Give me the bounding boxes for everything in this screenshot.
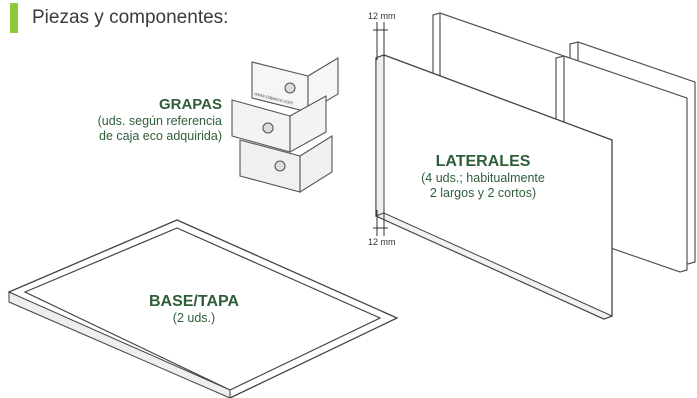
clip-middle [231, 95, 327, 153]
section-title: Piezas y componentes: [32, 7, 229, 28]
grapas-title: GRAPAS [158, 96, 222, 113]
dimension-label-top: 12 mm [368, 11, 396, 21]
dimension-marker-bottom [373, 208, 388, 236]
grapas-desc-line2: de caja eco adquirida) [99, 129, 222, 143]
laterales-desc-line1: (4 uds.; habitualmente [421, 171, 545, 186]
section-header: Piezas y componentes: [0, 0, 228, 36]
base-label: BASE/TAPA (2 uds.) [124, 292, 264, 326]
laterales-label: LATERALES (4 uds.; habitualmente 2 largo… [393, 152, 573, 201]
grapas-desc-line1: (uds. según referencia [97, 114, 222, 128]
laterales-desc-line2: 2 largos y 2 cortos) [429, 186, 537, 201]
base-title: BASE/TAPA [148, 293, 240, 310]
base-tapa-board [7, 219, 399, 398]
grapas-label: GRAPAS (uds. según referencia de caja ec… [98, 96, 222, 144]
clip-bottom [239, 135, 333, 193]
step-number-1 [10, 3, 18, 33]
laterales-title: LATERALES [435, 153, 531, 170]
base-desc: (2 uds.) [172, 311, 216, 326]
dimension-marker-top [373, 22, 388, 60]
side-panel-front [374, 54, 614, 320]
dimension-label-bottom: 12 mm [368, 237, 396, 247]
